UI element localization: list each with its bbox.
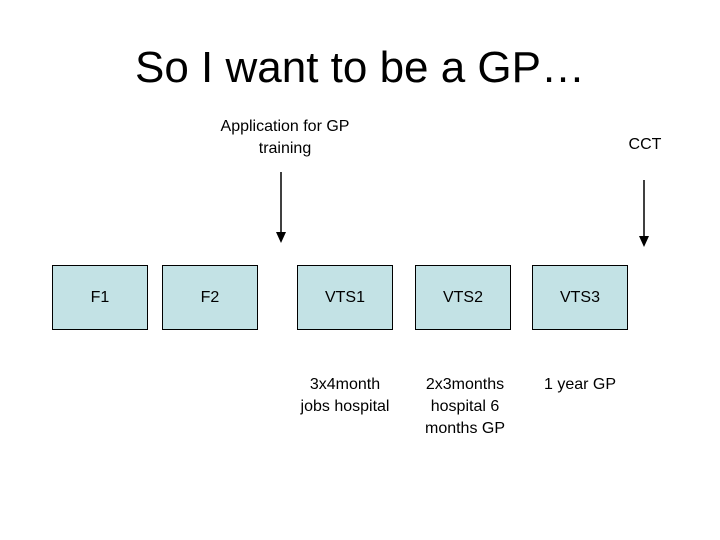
cct-arrow bbox=[639, 180, 649, 247]
stage-box-vts3: VTS3 bbox=[532, 265, 628, 330]
vts3-description: 1 year GP bbox=[543, 376, 617, 393]
stage-box-vts1: VTS1 bbox=[297, 265, 393, 330]
stage-box-vts2: VTS2 bbox=[415, 265, 511, 330]
page-title: So I want to be a GP… bbox=[134, 43, 585, 92]
vts1-description: 3x4month jobs hospital bbox=[300, 376, 390, 415]
stage-box-f2: F2 bbox=[162, 265, 258, 330]
stage-box-f1: F1 bbox=[52, 265, 148, 330]
vts2-description: 2x3months hospital 6 months GP bbox=[424, 376, 506, 437]
application-label: Application for GP training bbox=[220, 118, 350, 157]
cct-label: CCT bbox=[628, 136, 662, 153]
application-arrow bbox=[276, 172, 286, 243]
